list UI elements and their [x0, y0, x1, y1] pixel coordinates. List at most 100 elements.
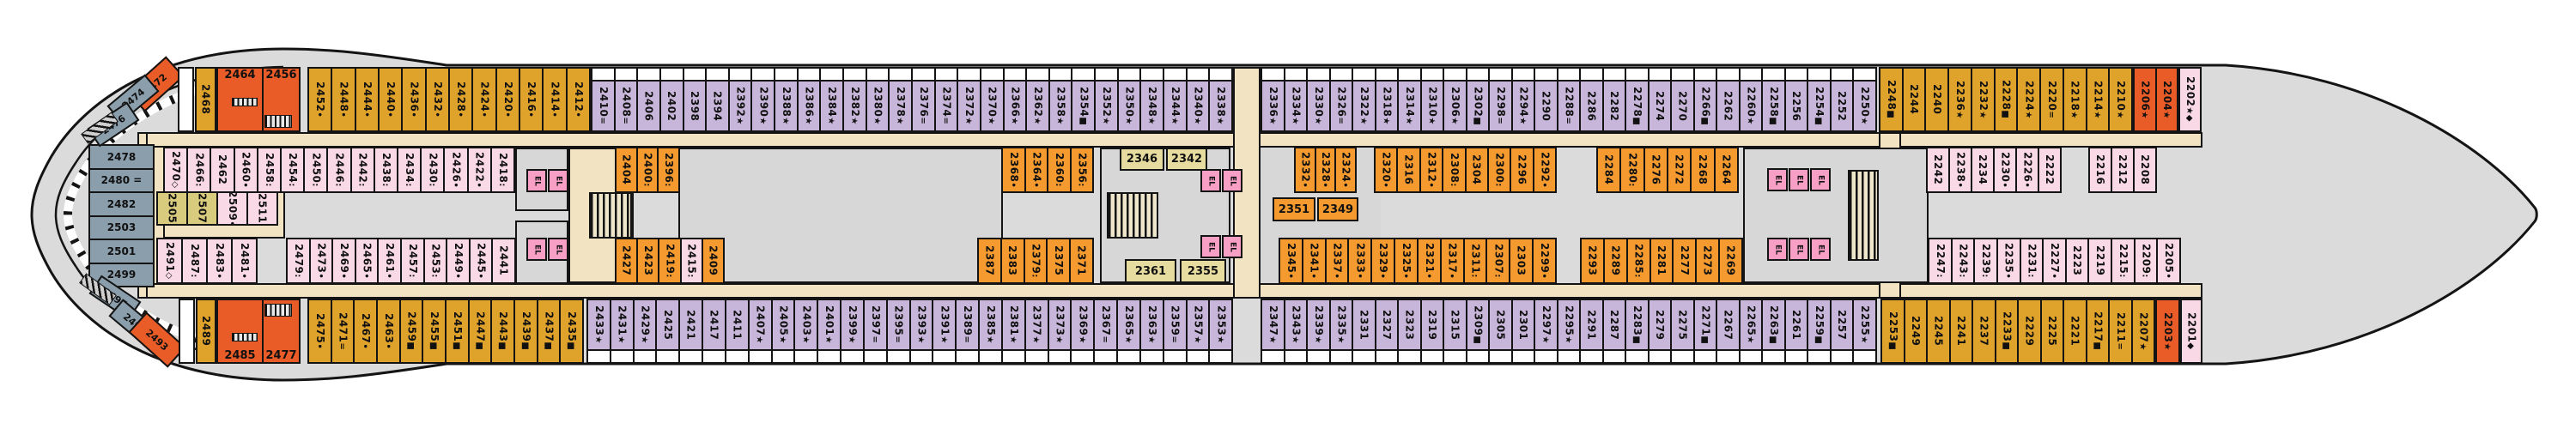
- elevator-label: EL: [1228, 175, 1237, 186]
- cabin-number: 2404: [620, 154, 633, 185]
- cabin-number: 2322★: [1358, 87, 1370, 125]
- elevator-label: EL: [1206, 175, 1216, 186]
- cabin-number: 2352★: [1100, 87, 1113, 125]
- cabin-2325: 2325•: [1394, 238, 1419, 284]
- cabin-2291: 2291: [1579, 299, 1604, 364]
- balcony: [657, 349, 679, 362]
- cabin-2439: 2439■: [513, 299, 538, 364]
- cabin-number: 2263■: [1768, 305, 1781, 345]
- cabin-2263: 2263■: [1761, 299, 1786, 364]
- balcony: [912, 69, 934, 82]
- cabin-number: 2236★: [1954, 80, 1967, 119]
- cabin-2419: 2419:: [658, 238, 682, 284]
- row-a-gold: 2452•2448•2444•2440•2436•2432•2428•2424•…: [307, 67, 591, 132]
- cabin-number: 2292•: [1539, 151, 1552, 189]
- cabin-number: 2380★: [872, 87, 884, 125]
- stairs-0: [589, 192, 632, 239]
- cabin-number: 2255★: [1859, 305, 1872, 344]
- cabin-number: 2257: [1836, 309, 1849, 341]
- cabin-number: 2509•: [227, 193, 239, 224]
- elevator-label: EL: [554, 244, 563, 255]
- cabin-2244: 2244: [1901, 67, 1927, 132]
- cabin-2320: 2320•: [1374, 147, 1399, 193]
- cabin-number: 2214★: [2092, 80, 2105, 119]
- cabin-2418: 2418:: [489, 147, 516, 193]
- cabin-number: 2339★: [1312, 305, 1325, 344]
- cabin-number: 2478: [106, 150, 137, 163]
- cabin-2233: 2233■: [1994, 299, 2019, 364]
- cabin-2332: 2332•: [1294, 147, 1316, 193]
- cabin-2237: 2237: [1971, 299, 1996, 364]
- cabin-2424: 2424•: [471, 67, 497, 132]
- cabin-number: 2449•: [452, 242, 465, 280]
- elevator-label: EL: [554, 175, 563, 186]
- cabin-2269: 2269: [1718, 238, 1744, 284]
- cabin-2374: 2374=: [933, 67, 959, 132]
- cabin-number: 2237: [1978, 316, 1990, 347]
- cabin-2454: 2454:: [280, 147, 306, 193]
- cabin-number: 2222: [2044, 154, 2056, 185]
- cabin-2303: 2303: [1509, 238, 1534, 284]
- balcony: [1096, 69, 1117, 82]
- balcony: [611, 349, 633, 362]
- cabin-number: 2448•: [337, 81, 350, 118]
- cabin-number: 2385★: [984, 305, 997, 344]
- cabin-2292: 2292•: [1532, 147, 1557, 193]
- balcony: [1490, 69, 1511, 82]
- cabin-number: 2242: [1932, 154, 1944, 185]
- cabin-number: 2403★: [800, 305, 813, 344]
- cabin-2426: 2426•: [443, 147, 469, 193]
- balcony: [1603, 349, 1625, 362]
- cabin-2299: 2299•: [1532, 238, 1557, 284]
- balcony: [958, 69, 980, 82]
- cabin-number: 2493: [143, 326, 171, 353]
- cabin-number: 2443■: [497, 311, 510, 351]
- cabin-2272: 2272: [1666, 147, 1692, 193]
- balcony: [1118, 349, 1139, 362]
- cabin-number: 2328•: [1320, 151, 1332, 189]
- cabin-number: 2216: [2094, 154, 2106, 185]
- cabin-number: 2411: [731, 309, 744, 341]
- cabin-2483: 2483•: [206, 238, 233, 284]
- cabin-number: 2280:: [1626, 153, 1639, 187]
- cabin-2215: 2215:: [2111, 238, 2136, 284]
- cabin-number: 2355: [1187, 264, 1219, 278]
- balcony: [1353, 349, 1375, 362]
- cabin-number: 2366★: [1009, 87, 1022, 125]
- cabin-2462: 2462: [210, 147, 235, 193]
- cabin-2277: 2277: [1672, 238, 1698, 284]
- balcony: [1763, 69, 1784, 82]
- balcony: [1140, 349, 1163, 362]
- balcony: [683, 69, 706, 82]
- cabin-number: 2361: [1134, 264, 1167, 278]
- cabin-2443: 2443■: [490, 299, 516, 364]
- cabin-2445: 2445•: [468, 238, 494, 284]
- cabin-2489: 2489: [196, 299, 216, 364]
- cabin-2339: 2339★: [1306, 299, 1331, 364]
- cabin-number: 2468: [199, 84, 212, 115]
- cabin-number: 2320•: [1380, 151, 1393, 189]
- balcony: [1512, 69, 1534, 82]
- balcony: [1740, 69, 1762, 82]
- cabin-2368: 2368•: [1001, 147, 1026, 193]
- cabin-2482: 2482: [88, 191, 155, 217]
- stair-icon-0: [232, 98, 258, 106]
- cabin-number: 2412•: [572, 81, 585, 118]
- cabin-number: 2388★: [780, 87, 793, 125]
- cabin-number: 2299•: [1539, 242, 1552, 280]
- cabin-number: 2245: [1932, 316, 1945, 347]
- balcony: [1072, 69, 1095, 82]
- cabin-2316: 2316: [1396, 147, 1421, 193]
- balcony: [1025, 349, 1048, 362]
- balcony: [1626, 69, 1648, 82]
- cabin-number: 2482: [106, 197, 137, 210]
- cabin-number: 2435■: [566, 311, 579, 351]
- cabin-number: 2457:: [406, 244, 419, 278]
- balcony: [1808, 69, 1830, 82]
- cabin-number: 2285:: [1632, 244, 1645, 278]
- cabin-2315: 2315: [1443, 299, 1467, 364]
- cabin-number: 2362★: [1031, 87, 1044, 125]
- cabin-2308: 2308:: [1442, 147, 1467, 193]
- cabin-number: 2326=: [1335, 87, 1348, 125]
